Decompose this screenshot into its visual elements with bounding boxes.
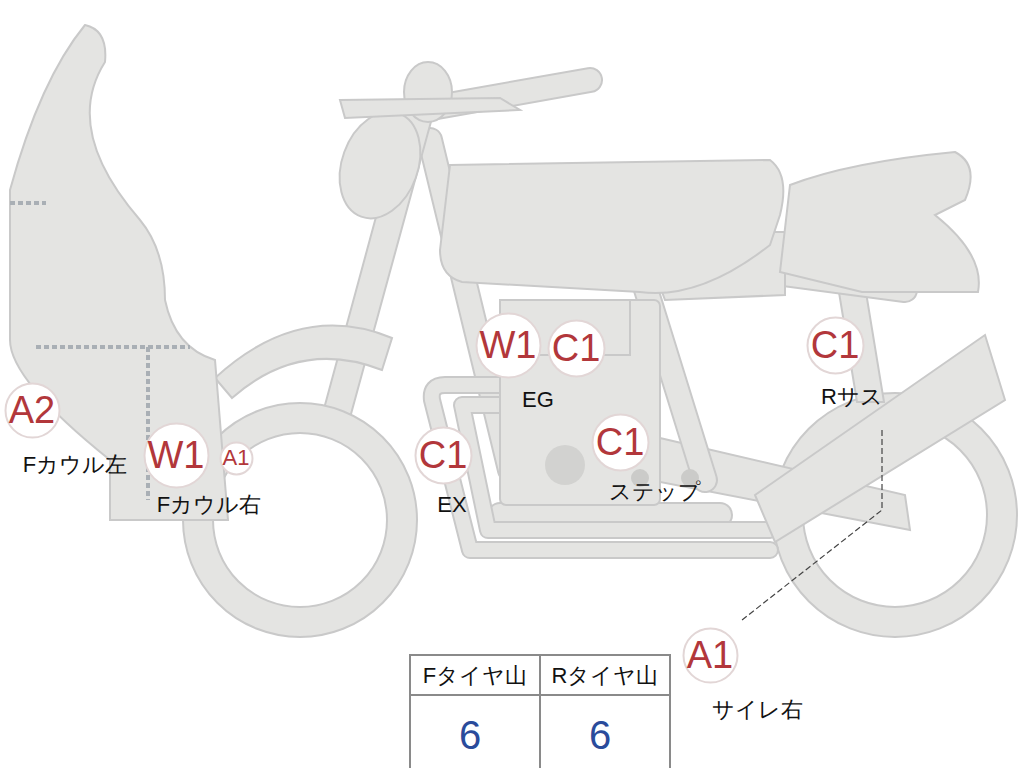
circle-shape: [807, 317, 863, 373]
damage-code: C1: [596, 423, 645, 461]
damage-code-circle: A2: [4, 382, 61, 439]
circle-shape: [144, 423, 208, 487]
part-name: EG: [522, 388, 554, 412]
damage-code-circle: A1: [219, 441, 254, 476]
table-value: 6: [459, 713, 481, 757]
damage-code-circle: W1: [143, 422, 210, 489]
table-value: 6: [589, 713, 611, 757]
damage-code-circle: C1: [547, 319, 606, 378]
part-name: ステップ: [609, 480, 701, 504]
damage-code-circle: C1: [806, 316, 865, 375]
part-name: Fカウル左: [23, 453, 127, 477]
part-name: EX: [437, 493, 466, 517]
circle-shape: [683, 628, 737, 682]
front-fender: [215, 326, 392, 398]
circle-shape: [548, 320, 604, 376]
front-cowl: [10, 25, 228, 520]
circle-shape: [592, 414, 648, 470]
table-header: Fタイヤ山: [423, 664, 527, 688]
damage-code-circle: A1: [682, 627, 739, 684]
tread-table: [410, 655, 670, 768]
damage-code-circle: C1: [591, 413, 650, 472]
circle-shape: [5, 383, 59, 437]
handlebar: [340, 98, 520, 118]
damage-code-circle: C1: [414, 426, 473, 485]
damage-code-circle: W1: [475, 312, 542, 379]
fuel-tank: [440, 160, 783, 293]
part-name: Fカウル右: [157, 493, 261, 517]
damage-code: A1: [687, 636, 733, 674]
seat: [780, 152, 979, 292]
table-header: Rタイヤ山: [552, 664, 659, 688]
damage-code: W1: [148, 436, 205, 474]
damage-code: A1: [223, 447, 250, 469]
damage-code: W1: [480, 326, 537, 364]
damage-code: A2: [9, 391, 55, 429]
circle-shape: [220, 442, 252, 474]
circle-shape: [476, 313, 540, 377]
damage-code: C1: [419, 436, 468, 474]
damage-code: C1: [811, 326, 860, 364]
circle-shape: [415, 427, 471, 483]
damage-code: C1: [552, 329, 601, 367]
leader-line: [742, 430, 882, 620]
part-name: サイレ右: [712, 698, 803, 722]
part-name: Rサス: [821, 385, 883, 409]
